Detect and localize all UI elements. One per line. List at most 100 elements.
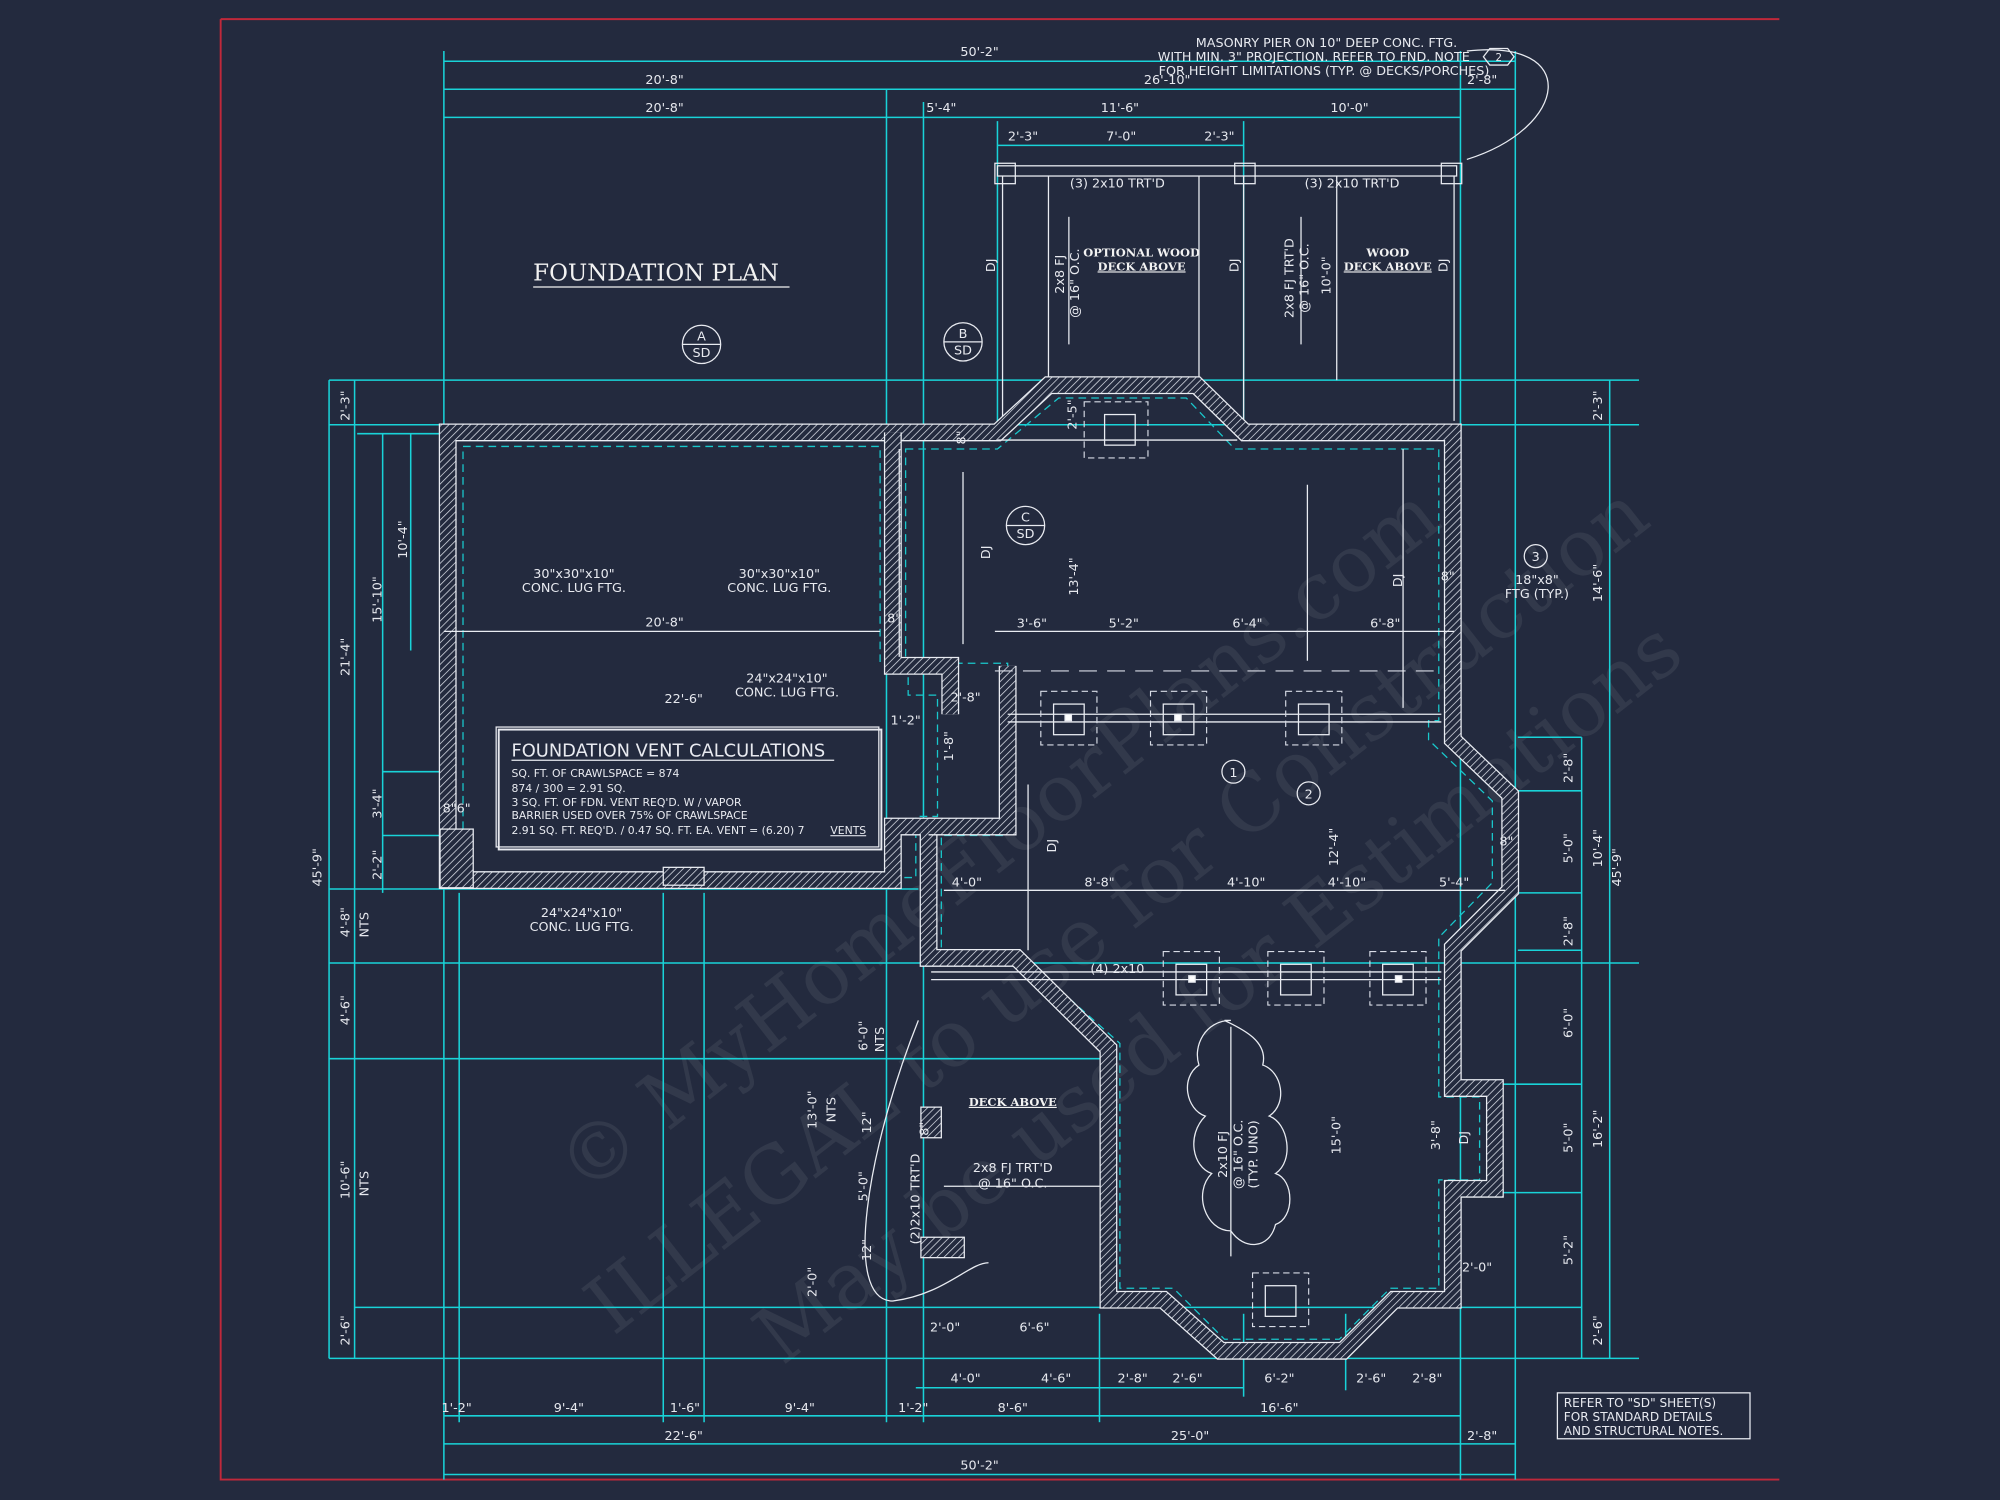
dimension-label: 2'-5" xyxy=(1066,399,1081,429)
hex-marker-1: 1 xyxy=(1221,759,1246,784)
dimension-label: 7'-0" xyxy=(1106,129,1136,144)
dimension-label: 5'-2" xyxy=(1109,617,1139,632)
dimension-label: 2'-8" xyxy=(1412,1372,1442,1387)
dimension-label: 5'-4" xyxy=(926,101,956,116)
svg-text:1: 1 xyxy=(1229,766,1237,781)
dimension-labels: 50'-2"20'-8"26'-10"2'-8"20'-8"5'-4"11'-6… xyxy=(310,45,1625,1473)
svg-text:VENTS: VENTS xyxy=(830,824,866,837)
dimension-label: 2'-3" xyxy=(338,391,353,421)
svg-text:MASONRY PIER ON 10" DEEP CONC.: MASONRY PIER ON 10" DEEP CONC. FTG. xyxy=(1196,36,1457,51)
svg-text:DJ: DJ xyxy=(1045,839,1060,853)
dimension-label: 2'-6" xyxy=(1356,1372,1386,1387)
dimension-label: 8" xyxy=(918,1122,933,1136)
dimension-label: 2'-2" xyxy=(370,850,385,880)
dimension-label: 1'-8" xyxy=(942,731,957,761)
dimension-label: 15'-0" xyxy=(1330,1116,1345,1154)
svg-text:DECK ABOVE: DECK ABOVE xyxy=(1344,259,1432,273)
svg-text:FTG (TYP.): FTG (TYP.) xyxy=(1505,587,1569,602)
svg-text:DECK ABOVE: DECK ABOVE xyxy=(969,1095,1057,1109)
dimension-label: 9'-4" xyxy=(785,1401,815,1416)
svg-text:@ 16" O.C.: @ 16" O.C. xyxy=(1231,1120,1246,1189)
dimension-label: 4'-8" xyxy=(338,907,353,937)
dimension-label: 4'-6" xyxy=(338,995,353,1025)
dimension-label: 45'-9" xyxy=(1610,848,1625,886)
svg-text:CONC. LUG FTG.: CONC. LUG FTG. xyxy=(727,581,831,596)
svg-text:DJ: DJ xyxy=(1457,1131,1472,1145)
dimension-label: 9'-4" xyxy=(554,1401,584,1416)
svg-text:(2)2x10 TRT'D: (2)2x10 TRT'D xyxy=(909,1153,924,1244)
dimension-label: 20'-8" xyxy=(645,101,683,116)
svg-text:DJ: DJ xyxy=(984,259,999,273)
dimension-label: 2'-3" xyxy=(1008,129,1038,144)
dimension-label: 6'-8" xyxy=(1370,617,1400,632)
dimension-label: NTS xyxy=(358,912,373,937)
section-letter: C xyxy=(1021,511,1030,526)
dimension-label: 14'-6" xyxy=(1591,564,1606,602)
sd-sheet-note: REFER TO "SD" SHEET(S) FOR STANDARD DETA… xyxy=(1556,1392,1751,1440)
dimension-label: 4'-0" xyxy=(952,875,982,890)
section-sheet: SD xyxy=(1017,527,1035,542)
svg-text:(3) 2x10 TRT'D: (3) 2x10 TRT'D xyxy=(1305,176,1400,191)
deck-framing xyxy=(994,162,1463,421)
dimension-label: 2'-6" xyxy=(1591,1315,1606,1345)
dimension-label: 12" xyxy=(860,1239,875,1261)
dimension-label: NTS xyxy=(824,1097,839,1122)
svg-text:18"x8": 18"x8" xyxy=(1515,573,1559,588)
svg-text:30"x30"x10": 30"x30"x10" xyxy=(533,567,614,582)
dimension-label: 12'-4" xyxy=(1327,828,1342,866)
dimension-label: 2'-3" xyxy=(1591,391,1606,421)
dimension-label: 2'-8" xyxy=(1467,73,1497,88)
dimension-label: 2'-6" xyxy=(338,1315,353,1345)
dimension-label: 2'-8" xyxy=(950,691,980,706)
dimension-label: 2'-0" xyxy=(1462,1261,1492,1276)
foundation-vent-calculations: FOUNDATION VENT CALCULATIONS SQ. FT. OF … xyxy=(495,726,883,851)
hex-marker-3: 3 xyxy=(1523,544,1548,569)
dimension-label: 25'-0" xyxy=(1171,1429,1209,1444)
dimension-label: 1'-2" xyxy=(442,1401,472,1416)
dimension-label: 21'-4" xyxy=(338,638,353,676)
dimension-label: 15'-10" xyxy=(370,576,385,622)
dimension-label: 5'-0" xyxy=(856,1171,871,1201)
svg-text:FOUNDATION VENT CALCULATIONS: FOUNDATION VENT CALCULATIONS xyxy=(511,740,825,761)
section-sheet: SD xyxy=(954,344,972,359)
dimension-label: 2'-0" xyxy=(805,1267,820,1297)
dimension-label: 1'-2" xyxy=(891,713,921,728)
dimension-label: 5'-0" xyxy=(1562,833,1577,863)
svg-text:DJ: DJ xyxy=(1391,574,1406,588)
dimension-label: 8'-6" xyxy=(998,1401,1028,1416)
dimension-label: 5'-0" xyxy=(1562,1123,1577,1153)
svg-text:DJ: DJ xyxy=(1228,259,1243,273)
svg-text:(3) 2x10 TRT'D: (3) 2x10 TRT'D xyxy=(1070,176,1165,191)
svg-text:CONC. LUG FTG.: CONC. LUG FTG. xyxy=(522,581,626,596)
dimension-label: 26'-10" xyxy=(1144,73,1190,88)
dimension-label: 16'-6" xyxy=(1260,1401,1298,1416)
dimension-label: 10'-6" xyxy=(338,1161,353,1199)
dimension-label: 50'-2" xyxy=(960,1458,998,1473)
dimension-label: 13'-0" xyxy=(805,1091,820,1129)
svg-text:2x10 FJ: 2x10 FJ xyxy=(1216,1131,1231,1178)
dimension-label: NTS xyxy=(358,1171,373,1196)
svg-text:FOR HEIGHT LIMITATIONS (TYP. @: FOR HEIGHT LIMITATIONS (TYP. @ DECKS/POR… xyxy=(1159,64,1490,79)
svg-text:SQ. FT. OF CRAWLSPACE = 874: SQ. FT. OF CRAWLSPACE = 874 xyxy=(511,767,679,780)
dimension-label: 2'-6" xyxy=(1172,1372,1202,1387)
svg-text:AND STRUCTURAL NOTES.: AND STRUCTURAL NOTES. xyxy=(1564,1424,1724,1438)
dimension-label: 8" xyxy=(1499,835,1513,850)
svg-text:REFER TO "SD" SHEET(S): REFER TO "SD" SHEET(S) xyxy=(1564,1396,1716,1410)
section-letter: A xyxy=(697,330,706,345)
svg-text:2x8 FJ: 2x8 FJ xyxy=(1053,255,1068,294)
dimension-label: 1'-6" xyxy=(670,1401,700,1416)
hex-marker-2: 2 xyxy=(1296,781,1321,806)
svg-text:(TYP. UNO): (TYP. UNO) xyxy=(1247,1120,1262,1188)
dimension-label: 4'-10" xyxy=(1328,875,1366,890)
svg-text:CONC. LUG FTG.: CONC. LUG FTG. xyxy=(530,920,634,935)
dimension-label: 8" xyxy=(887,611,901,626)
dimension-label: 6'-0" xyxy=(1562,1008,1577,1038)
dimension-label: 8'-8" xyxy=(1084,875,1114,890)
svg-text:(4) 2x10: (4) 2x10 xyxy=(1090,962,1144,977)
dimension-label: 10'-4" xyxy=(1591,829,1606,867)
dimension-label: NTS xyxy=(873,1027,888,1052)
svg-text:@ 16" O.C.: @ 16" O.C. xyxy=(1068,248,1083,317)
dimension-label: 8" xyxy=(1441,569,1455,584)
dimension-label: 3'-4" xyxy=(370,788,385,818)
